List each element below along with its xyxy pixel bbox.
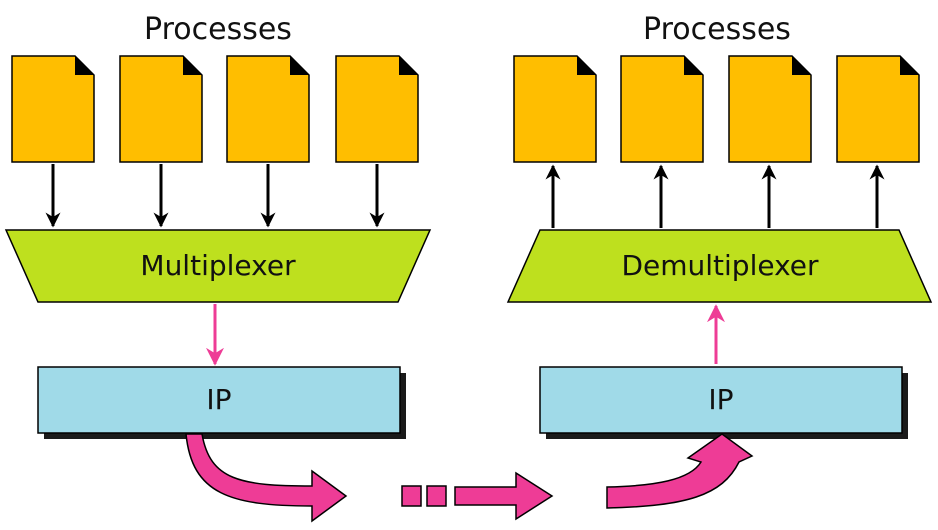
multiplexer-box — [4, 229, 432, 303]
right-processes-title: Processes — [643, 12, 791, 47]
left-ip-box — [37, 366, 401, 434]
right-ip-box — [539, 366, 903, 434]
left-ip-label: IP — [206, 383, 232, 416]
right-process-4 — [836, 55, 920, 163]
right-process-3 — [728, 55, 812, 163]
right-ip-label: IP — [708, 383, 734, 416]
left-process-1 — [11, 55, 95, 163]
transit-packet-2 — [426, 485, 447, 507]
right-process-2 — [620, 55, 704, 163]
left-curved-flow-arrow — [185, 433, 348, 523]
demultiplexer-box — [506, 229, 933, 303]
left-process-3 — [226, 55, 310, 163]
transit-arrow — [454, 471, 554, 521]
right-curved-flow-arrow — [606, 433, 754, 509]
multiplexer-label: Multiplexer — [140, 249, 296, 282]
transit-packet-1 — [401, 485, 422, 507]
left-process-2 — [119, 55, 203, 163]
demultiplexer-label: Demultiplexer — [621, 249, 819, 282]
left-processes-title: Processes — [144, 12, 292, 47]
left-process-4 — [335, 55, 419, 163]
right-process-1 — [513, 55, 597, 163]
